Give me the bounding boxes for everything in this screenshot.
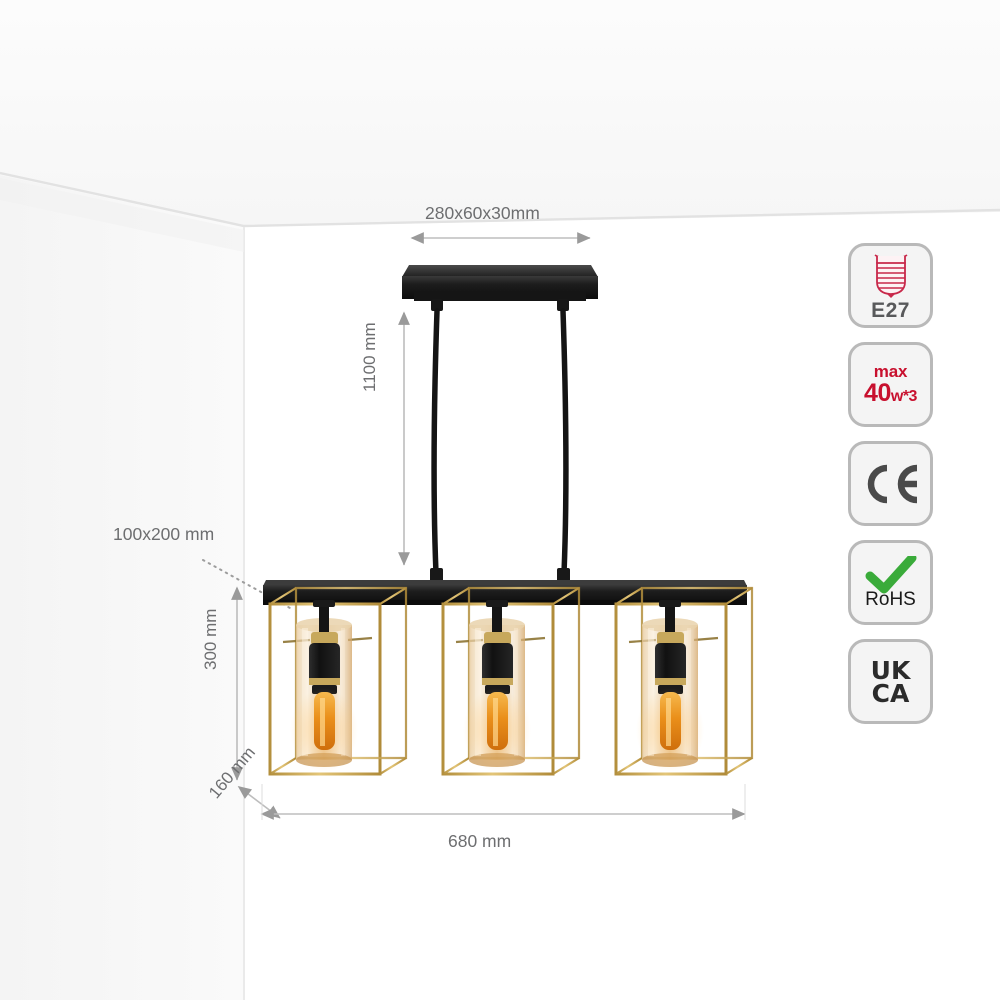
max-wattage-multiplier: *3 (902, 387, 918, 405)
bulb-1 (290, 688, 358, 772)
dimension-label-glass: 100x200 mm (113, 524, 215, 544)
bulb-2 (463, 688, 531, 772)
lamp-base-label: E27 (871, 298, 910, 322)
bulb-socket-icon (874, 253, 907, 298)
max-wattage-value-row: 40w*3 (864, 380, 917, 406)
cable-connector-left (430, 568, 443, 582)
cable-connector-right (557, 568, 570, 582)
green-check-icon (865, 556, 916, 594)
dimension-label-shade-height: 300 mm (201, 608, 220, 670)
max-wattage-prefix: max (873, 361, 908, 381)
max-wattage-badge: max 40w*3 (848, 342, 933, 427)
ukca-label: UK CA (870, 655, 911, 708)
lamp-unit-2 (441, 586, 581, 776)
ce-mark-icon (867, 464, 917, 503)
ukca-line-2: CA (871, 678, 910, 708)
ceiling-canopy (402, 265, 598, 311)
lamp-stem-1 (319, 600, 329, 634)
lamp-socket-3 (655, 632, 686, 694)
lamp-unit-1 (268, 586, 408, 776)
max-wattage-value: 40 (864, 378, 891, 407)
rohs-label: RoHS (865, 589, 916, 610)
rohs-badge: RoHS (848, 540, 933, 625)
ce-mark-badge (848, 441, 933, 526)
dimension-label-width: 680 mm (448, 831, 512, 851)
ukca-badge: UK CA (848, 639, 933, 724)
dimension-label-canopy: 280x60x30mm (425, 203, 540, 223)
certification-badge-list: E27 max 40w*3 (848, 243, 933, 724)
lamp-unit-3 (614, 586, 754, 776)
ukca-line-1: UK (870, 655, 911, 685)
bulb-3 (636, 688, 704, 772)
suspension-cables (431, 308, 569, 576)
lamp-base-badge: E27 (848, 243, 933, 328)
dimension-label-drop: 1100 mm (360, 322, 379, 392)
lamp-stem-3 (665, 600, 675, 634)
max-wattage-unit: w (890, 387, 903, 405)
lamp-socket-2 (482, 632, 513, 694)
lamp-stem-2 (492, 600, 502, 634)
lamp-socket-1 (309, 632, 340, 694)
